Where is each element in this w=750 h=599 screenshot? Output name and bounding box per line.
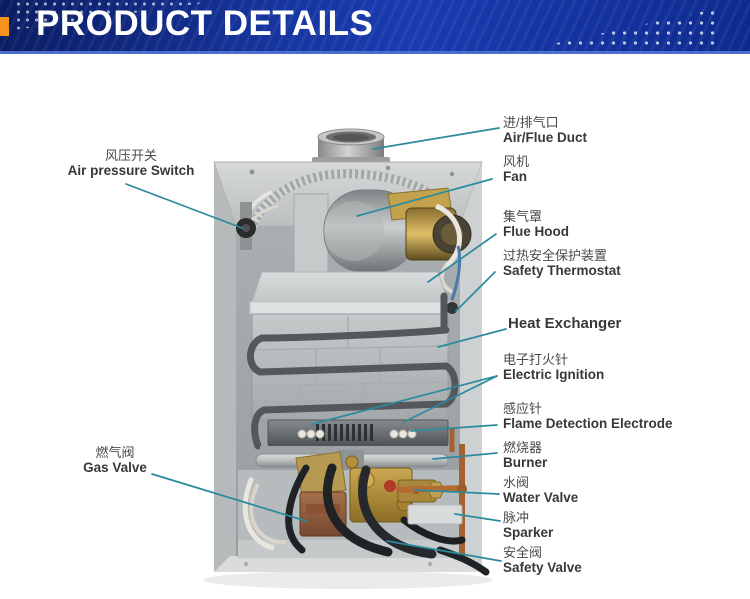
label-air-flue-duct: 进/排气口 Air/Flue Duct [503,115,587,146]
label-safety-thermostat: 过热安全保护装置 Safety Thermostat [503,248,621,279]
unit-shadow [203,571,493,589]
label-burner-zh: 燃烧器 [503,440,543,455]
corrugated-hose [245,169,440,234]
header-banner: PRODUCT DETAILS [0,0,750,54]
label-gas-valve-zh: 燃气阀 [95,445,135,460]
valve-compartment [238,428,490,576]
leader-sparker [454,513,501,522]
label-safety-valve-zh: 安全阀 [503,545,543,560]
label-water-valve-zh: 水阀 [503,475,530,490]
white-cable-loop [434,203,462,268]
label-water-valve-en: Water Valve [503,490,579,505]
label-electric-ignition-en: Electric Ignition [503,367,605,382]
burner-part [255,419,449,470]
leader-burner [432,452,498,460]
label-burner-en: Burner [503,455,548,470]
leader-lines [125,127,507,562]
heat-exchanger-part [247,292,459,450]
serpentine-pipe [247,292,459,450]
flue-pipe [312,128,390,166]
white-wires [242,476,275,551]
label-air-pressure-switch: 风压开关 Air pressure Switch [58,148,204,179]
leader-safety-valve [386,540,502,562]
label-flame-detection-electrode-en: Flame Detection Electrode [503,416,673,431]
fan-assembly [243,169,472,294]
leader-gas-valve [151,473,307,522]
leader-heat-exchanger [437,328,507,348]
label-flue-hood: 集气罩 Flue Hood [503,209,569,240]
label-flame-detection-electrode: 感应针 Flame Detection Electrode [503,401,673,432]
label-flame-detection-electrode-zh: 感应针 [503,401,543,416]
label-flue-hood-zh: 集气罩 [503,209,543,224]
label-sparker-en: Sparker [503,525,554,540]
label-water-valve: 水阀 Water Valve [503,475,578,506]
sparker-box [407,504,463,525]
label-air-pressure-switch-zh: 风压开关 [104,148,157,163]
label-safety-thermostat-en: Safety Thermostat [503,263,621,278]
page-title: PRODUCT DETAILS [36,4,374,43]
leader-air-flue-duct [372,127,500,150]
label-safety-valve-en: Safety Valve [503,560,582,575]
label-heat-exchanger: Heat Exchanger [508,316,621,332]
thermostat-wire [450,245,462,301]
leader-water-valve [413,489,500,495]
leader-flue-hood [427,233,497,283]
label-burner: 燃烧器 Burner [503,440,547,471]
label-safety-valve: 安全阀 Safety Valve [503,545,582,576]
label-gas-valve: 燃气阀 Gas Valve [62,445,168,476]
leader-flame-detection [410,424,498,432]
label-safety-thermostat-zh: 过热安全保护装置 [503,248,608,263]
label-gas-valve-en: Gas Valve [83,460,147,475]
label-flue-hood-en: Flue Hood [503,224,569,239]
leader-air-pressure-switch [125,183,243,229]
label-air-flue-duct-en: Air/Flue Duct [503,130,588,145]
label-air-flue-duct-zh: 进/排气口 [503,115,559,130]
label-fan: 风机 Fan [503,154,529,185]
label-electric-ignition: 电子打火针 Electric Ignition [503,352,604,383]
accent-square [0,17,9,36]
label-electric-ignition-zh: 电子打火针 [503,352,569,367]
air-pressure-switch-part [236,202,279,250]
leader-safety-thermostat [455,271,496,312]
leader-fan [356,178,493,217]
flue-hood-part [249,245,462,315]
label-sparker: 脉冲 Sparker [503,510,553,541]
label-fan-en: Fan [503,169,528,184]
leader-electric-ignition [312,375,498,425]
label-air-pressure-switch-en: Air pressure Switch [67,163,195,178]
label-fan-zh: 风机 [503,154,530,169]
leader-electric-ignition-2 [403,375,498,423]
ignition-electrodes [297,429,417,439]
junction-box [293,193,329,279]
label-heat-exchanger-en: Heat Exchanger [508,315,622,332]
safety-thermostat-part [446,302,458,314]
copper-pipe-horizontal [395,485,467,493]
label-sparker-zh: 脉冲 [503,510,530,525]
